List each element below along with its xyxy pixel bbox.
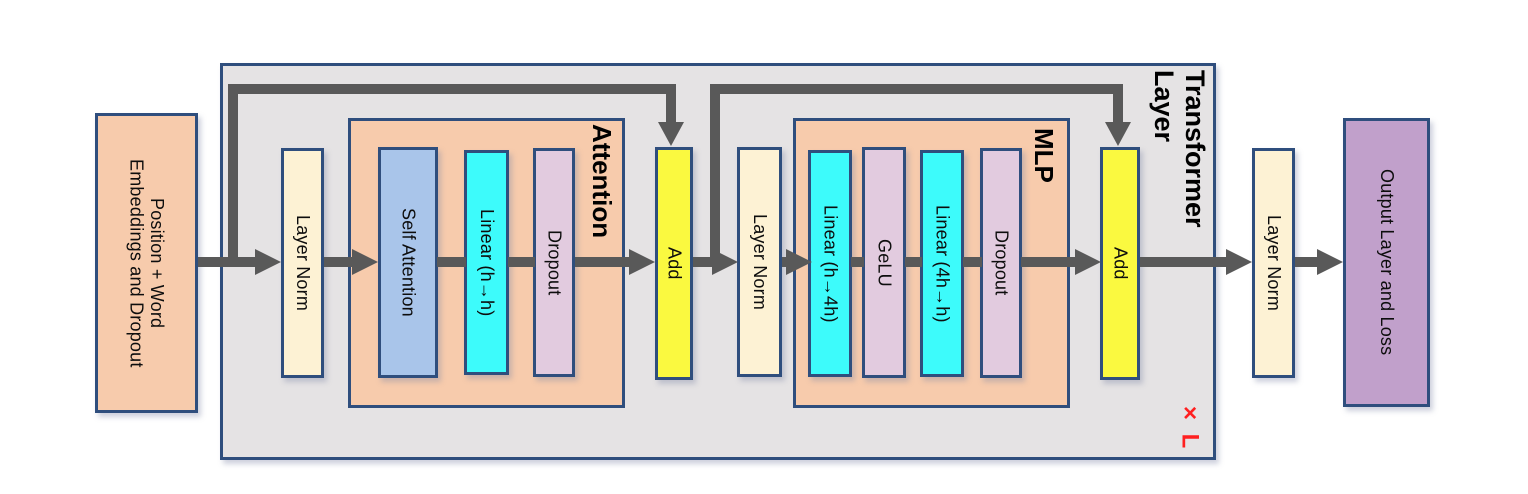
connector-ln1-to-selfattention xyxy=(324,257,354,267)
layer-norm-3-label: Layer Norm xyxy=(1263,214,1284,312)
connector-ln3-to-output xyxy=(1295,257,1319,267)
layer-norm-2-box: Layer Norm xyxy=(737,147,782,377)
connector-dropout-to-add1 xyxy=(575,257,631,267)
arrow-head-icon xyxy=(352,249,378,275)
linear-4h-h-label: Linear (4h→h) xyxy=(932,204,953,323)
skip2-riser-line xyxy=(710,84,720,267)
layer-norm-3-box: Layer Norm xyxy=(1252,148,1295,378)
connector-embeddings-to-ln1 xyxy=(198,257,257,267)
layer-norm-1-label: Layer Norm xyxy=(292,214,313,312)
connector-linear4hh-to-dropout2 xyxy=(963,257,982,267)
arrow-head-icon xyxy=(1075,249,1101,275)
dropout-1-label: Dropout xyxy=(544,229,565,296)
arrow-head-down-icon xyxy=(658,122,684,146)
arrow-head-down-icon xyxy=(1105,122,1131,146)
connector-linear4h-to-gelu xyxy=(851,257,864,267)
arrow-head-icon xyxy=(255,249,281,275)
embeddings-label: Position + Word Embeddings and Dropout xyxy=(126,158,168,368)
self-attention-box: Self Attention xyxy=(378,147,438,378)
mlp-group-label: MLP xyxy=(1028,128,1059,183)
linear-4h-h-box: Linear (4h→h) xyxy=(920,150,964,377)
dropout-1-box: Dropout xyxy=(533,148,575,377)
arrow-head-icon xyxy=(629,249,655,275)
add-1-label: Add xyxy=(664,247,685,280)
layer-norm-1-box: Layer Norm xyxy=(281,148,324,378)
connector-ln2-to-linear4h xyxy=(782,257,788,267)
add-1-box: Add xyxy=(655,147,693,380)
skip2-drop-line xyxy=(1113,84,1123,124)
arrow-head-icon xyxy=(786,249,812,275)
embeddings-box: Position + Word Embeddings and Dropout xyxy=(95,113,198,413)
attention-group-label: Attention xyxy=(586,124,617,239)
output-label: Output Layer and Loss xyxy=(1376,169,1397,356)
linear-h-4h-label: Linear (h→4h) xyxy=(820,204,841,323)
connector-selfattention-to-linear xyxy=(437,257,466,267)
add-2-label: Add xyxy=(1110,247,1131,280)
transformer-layer-label: Transformer Layer xyxy=(1149,70,1211,228)
dropout-2-label: Dropout xyxy=(991,230,1012,296)
linear-h-h-box: Linear (h→h) xyxy=(464,150,509,375)
connector-gelu-to-linear4hh xyxy=(905,257,922,267)
gelu-label: GeLU xyxy=(874,238,895,287)
connector-add1-to-ln2 xyxy=(693,257,714,267)
skip1-top-line xyxy=(228,84,676,94)
gelu-box: GeLU xyxy=(862,147,906,378)
layer-norm-2-label: Layer Norm xyxy=(749,213,770,311)
skip1-riser-line xyxy=(228,84,238,267)
self-attention-label: Self Attention xyxy=(398,208,419,317)
connector-linear-to-dropout xyxy=(508,257,535,267)
skip1-drop-line xyxy=(666,84,676,124)
linear-h-h-label: Linear (h→h) xyxy=(476,208,497,317)
connector-dropout2-to-add2 xyxy=(1021,257,1077,267)
linear-h-4h-box: Linear (h→4h) xyxy=(808,150,852,377)
add-2-box: Add xyxy=(1100,147,1140,380)
skip2-top-line xyxy=(710,84,1123,94)
arrow-head-icon xyxy=(1226,249,1252,275)
arrow-head-icon xyxy=(1317,249,1343,275)
dropout-2-box: Dropout xyxy=(980,148,1022,378)
connector-add2-to-ln3 xyxy=(1140,257,1228,267)
repeat-count-label: × L xyxy=(1176,400,1204,449)
output-box: Output Layer and Loss xyxy=(1343,118,1430,407)
